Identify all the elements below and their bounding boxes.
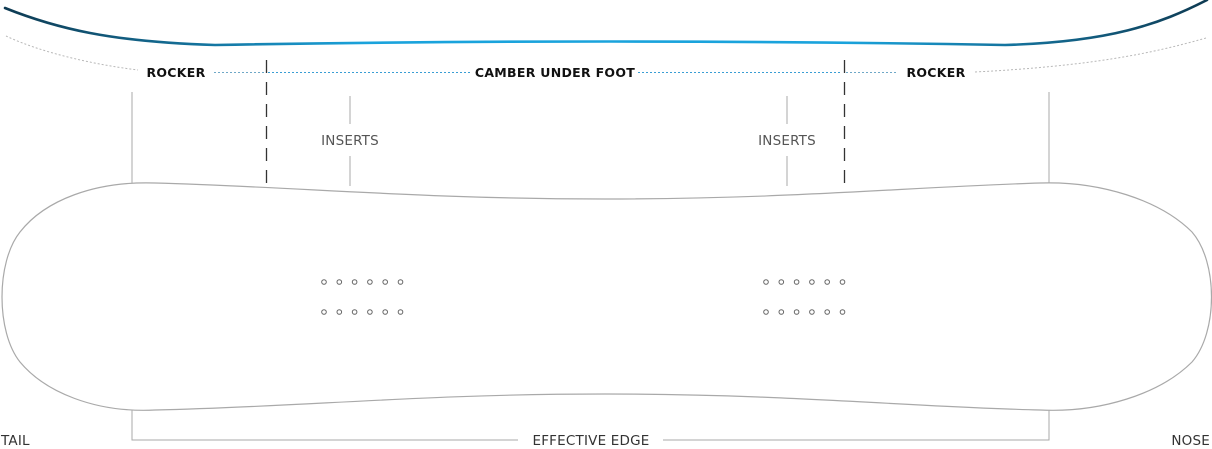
- insert-hole: [351, 279, 358, 285]
- rocker-left-dotted-guide: [5, 35, 139, 71]
- rocker-right-label: ROCKER: [906, 65, 965, 80]
- insert-hole: [382, 279, 389, 285]
- insert-hole: [351, 309, 358, 315]
- insert-hole: [763, 279, 769, 285]
- insert-hole: [336, 309, 343, 315]
- insert-hole: [321, 309, 327, 315]
- insert-hole: [839, 279, 846, 285]
- insert-hole: [824, 279, 831, 285]
- insert-hole: [321, 279, 327, 285]
- rocker-right-dotted-guide: [974, 37, 1207, 73]
- effective-edge-label: EFFECTIVE EDGE: [532, 433, 649, 449]
- insert-hole: [793, 279, 800, 285]
- insert-hole: [778, 309, 785, 315]
- nose-label: NOSE: [1171, 433, 1210, 449]
- insert-hole: [809, 279, 815, 285]
- insert-hole: [367, 279, 373, 285]
- insert-hole: [778, 279, 785, 285]
- tail-label: TAIL: [0, 433, 30, 449]
- insert-hole: [336, 279, 343, 285]
- insert-hole: [824, 309, 831, 315]
- effective-edge-bracket: [131, 410, 1050, 441]
- insert-hole: [763, 309, 769, 315]
- insert-hole: [839, 309, 846, 315]
- inserts-left-holes: [321, 279, 404, 315]
- insert-hole: [382, 309, 389, 315]
- insert-hole: [793, 309, 800, 315]
- inserts-right-label: INSERTS: [758, 133, 816, 149]
- insert-hole: [397, 309, 404, 315]
- camber-under-foot-label: CAMBER UNDER FOOT: [475, 65, 635, 80]
- inserts-right-holes: [763, 279, 846, 315]
- rocker-left-label: ROCKER: [146, 65, 205, 80]
- insert-hole: [809, 309, 815, 315]
- board-profile-line: [3, 0, 1209, 47]
- insert-hole: [367, 309, 373, 315]
- insert-hole: [397, 279, 404, 285]
- board-outline: [1, 182, 1212, 411]
- inserts-left-label: INSERTS: [321, 133, 379, 149]
